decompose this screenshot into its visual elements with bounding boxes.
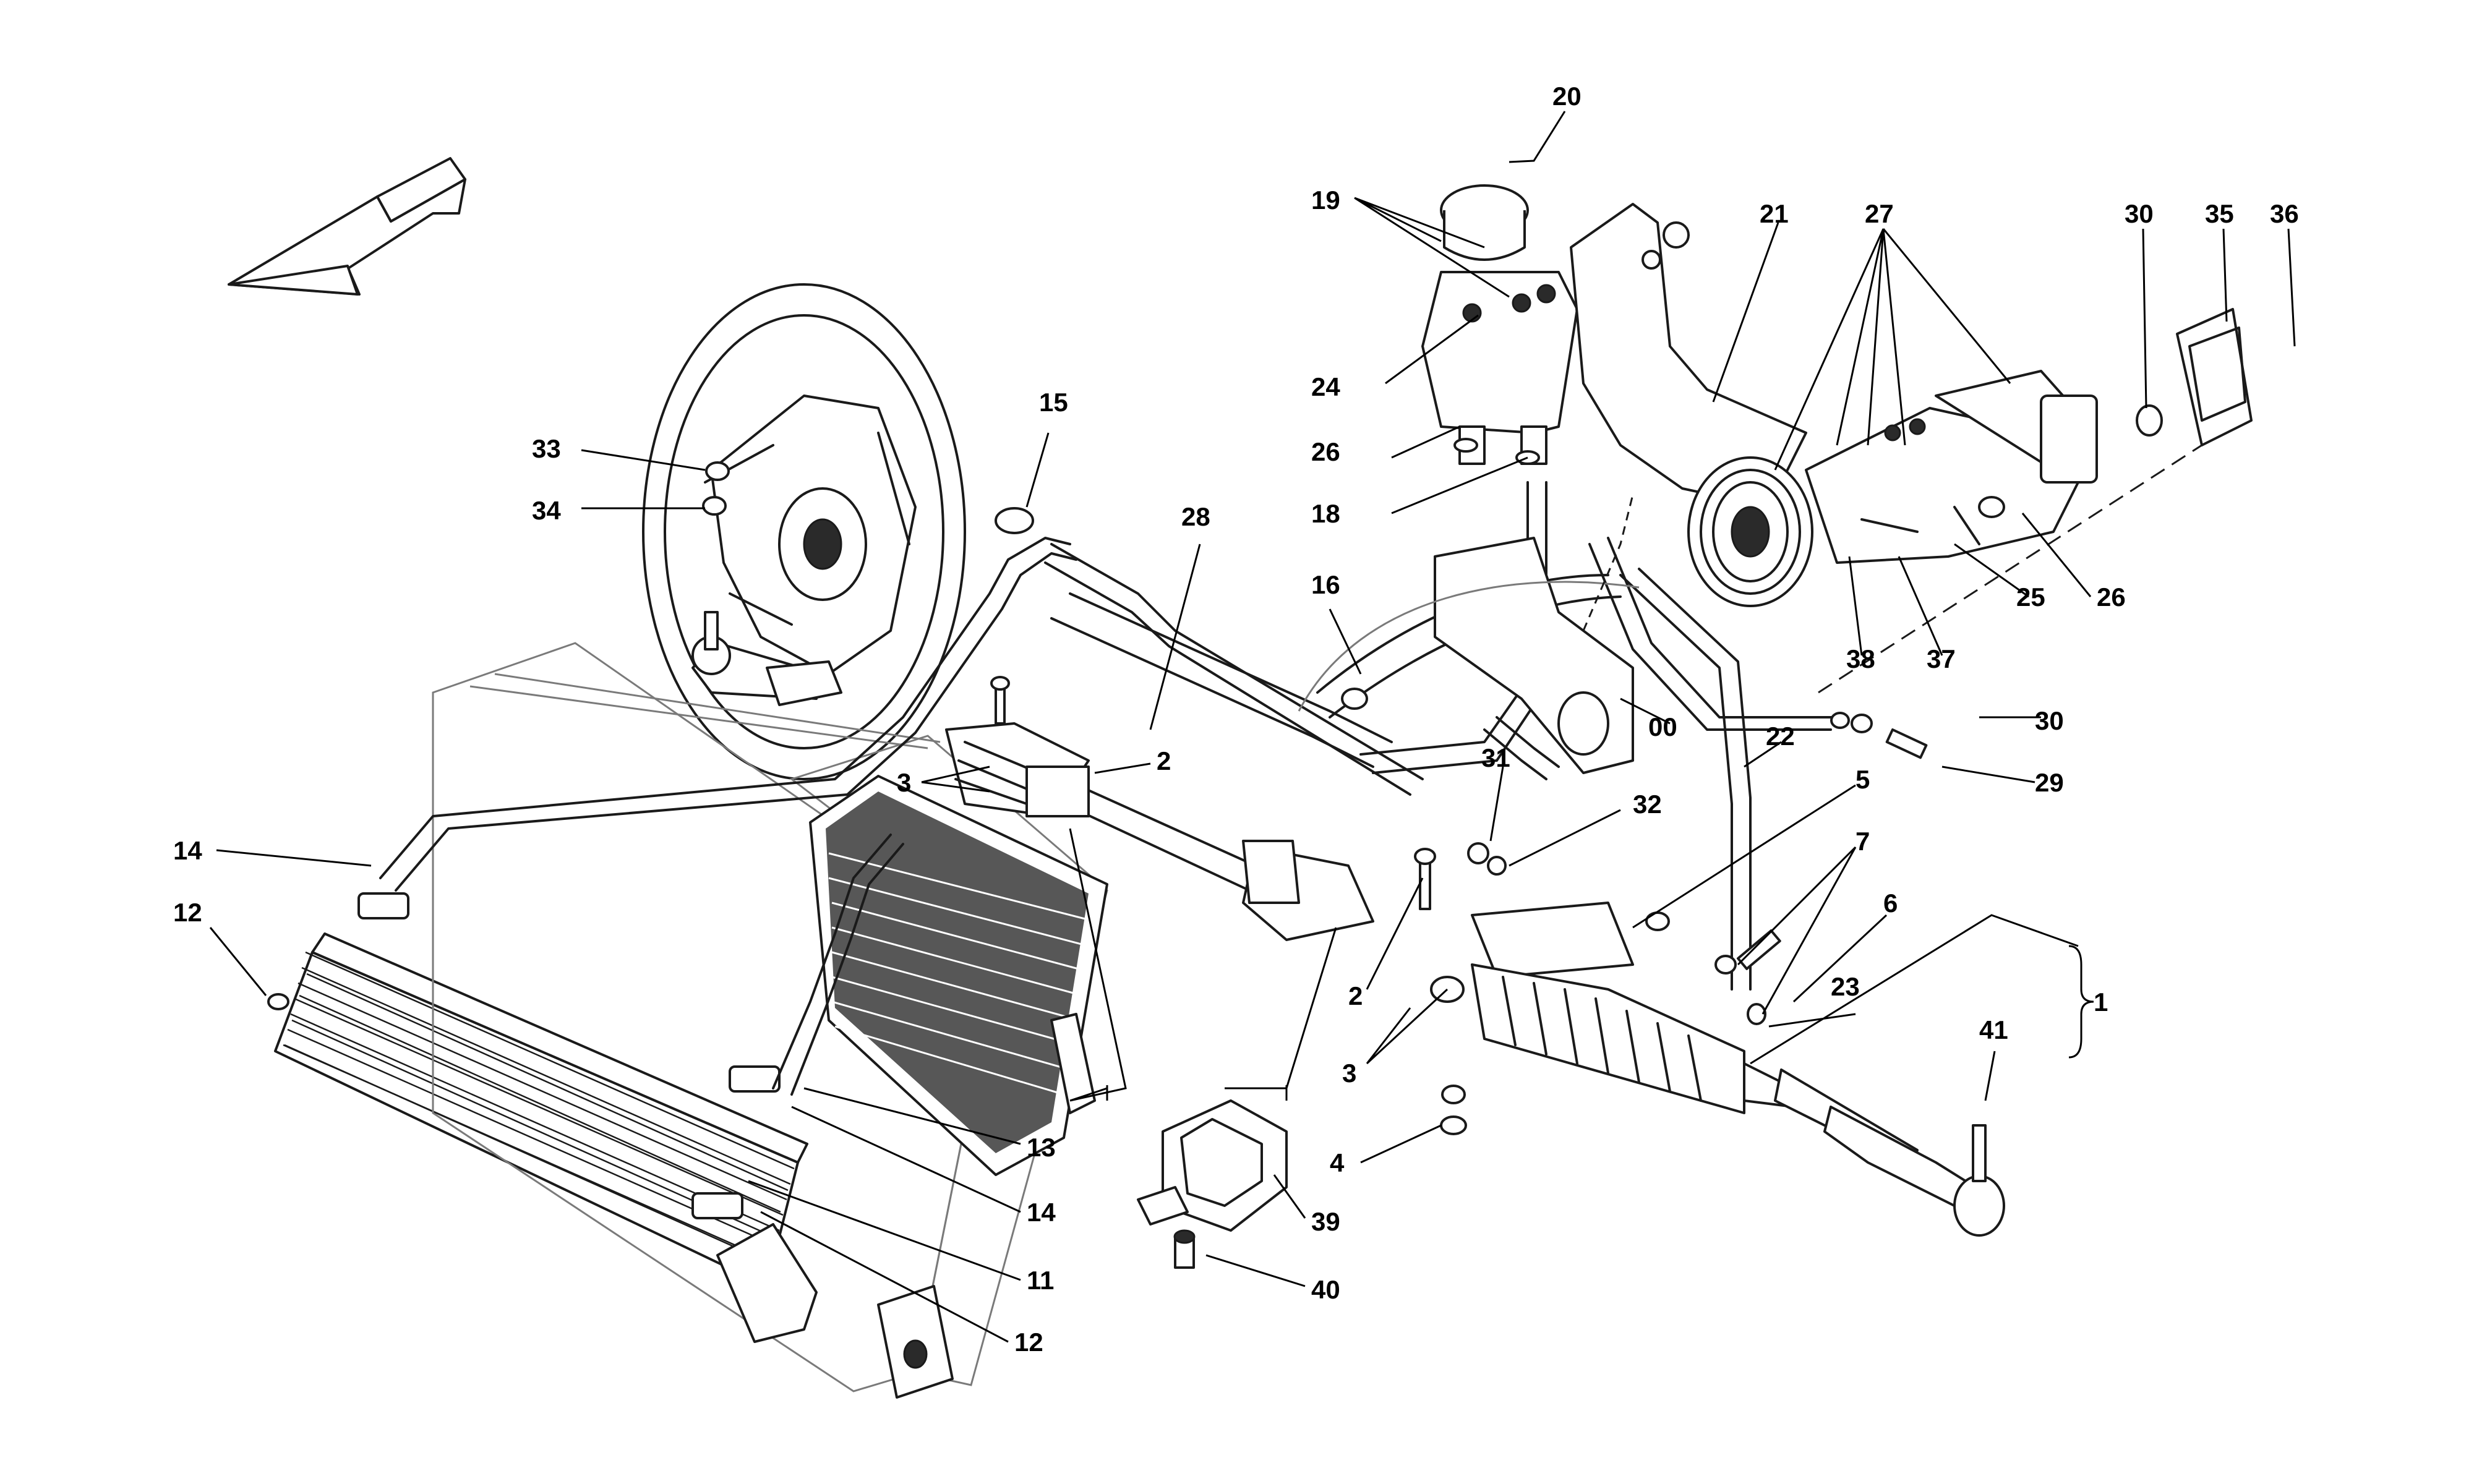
- oil-cooler: [274, 892, 808, 1287]
- callout-36: 36: [2270, 199, 2299, 228]
- callout-14-bottom: 14: [1027, 1198, 1056, 1227]
- callout-39: 39: [1311, 1207, 1340, 1236]
- callout-1: 1: [2094, 987, 2108, 1017]
- callout-30-right: 30: [2035, 706, 2064, 735]
- callout-26-left: 26: [1311, 437, 1340, 466]
- subframe-bracket: [1434, 203, 1807, 774]
- assembly-axis: [1582, 444, 2202, 694]
- callout-22: 22: [1766, 722, 1795, 751]
- radiator-core: [809, 775, 1108, 1176]
- callout-13: 13: [1027, 1133, 1056, 1162]
- group-bracket-1-41: [2068, 945, 2094, 1059]
- callout-37: 37: [1927, 644, 1956, 673]
- callout-16: 16: [1311, 570, 1340, 599]
- callout-28: 28: [1181, 502, 1210, 531]
- callout-2-top: 2: [1157, 746, 1171, 775]
- callout-31: 31: [1481, 743, 1510, 772]
- callout-3-bottom: 3: [1342, 1059, 1356, 1088]
- callout-24: 24: [1311, 372, 1340, 401]
- callout-27: 27: [1865, 199, 1894, 228]
- rack-clamps: [1025, 765, 1300, 1269]
- callout-29: 29: [2035, 768, 2064, 797]
- callout-20: 20: [1552, 82, 1582, 111]
- callout-19: 19: [1311, 186, 1340, 215]
- callout-7: 7: [1856, 827, 1870, 856]
- crossmember-outline: [1298, 581, 1640, 712]
- callout-40: 40: [1311, 1275, 1340, 1304]
- callout-35: 35: [2205, 199, 2234, 228]
- callout-6: 6: [1883, 889, 1898, 918]
- callout-30-top: 30: [2125, 199, 2154, 228]
- callout-11: 11: [1027, 1266, 1054, 1295]
- front-direction-arrow: [228, 157, 466, 296]
- callout-32: 32: [1633, 790, 1662, 819]
- callout-00: 00: [1648, 712, 1677, 741]
- callout-3-top: 3: [897, 768, 911, 797]
- callout-2-bottom: 2: [1348, 981, 1363, 1010]
- callout-12-top: 12: [173, 898, 202, 927]
- callout-34: 34: [532, 496, 561, 525]
- callout-5: 5: [1856, 765, 1870, 794]
- callout-12-bottom: 12: [1014, 1328, 1043, 1357]
- tie-rod-end-left: [691, 611, 842, 706]
- oil-pipes: [379, 537, 1560, 1096]
- callout-14-top: 14: [173, 836, 202, 865]
- leader-lines: [209, 111, 2296, 1343]
- callout-15: 15: [1039, 388, 1068, 417]
- callout-38: 38: [1846, 644, 1875, 673]
- callout-23: 23: [1831, 972, 1860, 1001]
- callout-4: 4: [1330, 1148, 1345, 1177]
- callout-18: 18: [1311, 499, 1340, 528]
- callout-33: 33: [532, 434, 561, 463]
- oil-reservoir: [1421, 184, 1578, 465]
- callout-21: 21: [1760, 199, 1789, 228]
- callout-26-right: 26: [2097, 582, 2126, 612]
- callout-25: 25: [2016, 582, 2045, 612]
- power-steering-pump: [1687, 370, 2098, 607]
- callout-41: 41: [1979, 1015, 2008, 1044]
- pump-rear-bracket: [2136, 308, 2253, 446]
